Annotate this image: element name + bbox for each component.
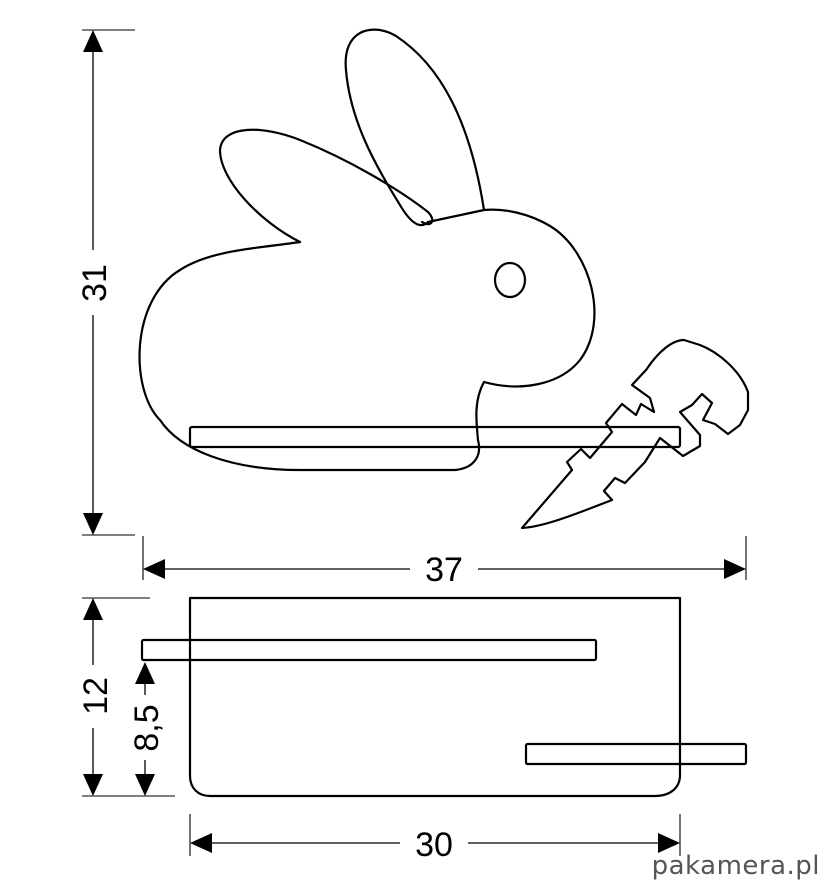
- arrowhead-down: [135, 774, 155, 796]
- rabbit-eye: [493, 261, 527, 299]
- rabbit-rear-ear-outline: [218, 128, 434, 244]
- arrowhead-down: [83, 774, 103, 796]
- arrowhead-right: [724, 559, 746, 579]
- watermark-text: pakamera.pl: [652, 851, 820, 881]
- dimension-label-height: 31: [76, 264, 114, 302]
- dimension-width-37: 37: [142, 536, 747, 589]
- arrowhead-right: [658, 833, 680, 853]
- dimension-label-depth: 12: [77, 677, 115, 715]
- arrowhead-up: [135, 662, 155, 684]
- arrowhead-up: [83, 30, 103, 52]
- dimension-depth-12: 12: [77, 597, 175, 797]
- carrot-outline: [520, 338, 750, 530]
- rabbit-front-view: [138, 28, 682, 472]
- dimension-label-width: 37: [425, 551, 463, 589]
- dimension-label-base-width: 30: [415, 826, 453, 864]
- arrowhead-left: [190, 833, 212, 853]
- top-view-back-panel: [188, 596, 682, 798]
- front-shelf-plank: [188, 425, 682, 449]
- top-view-shelf-right: [524, 742, 748, 766]
- dimension-width-30: 30: [189, 814, 681, 864]
- arrowhead-up: [83, 598, 103, 620]
- arrowhead-left: [143, 559, 165, 579]
- dimension-height-31: 31: [76, 29, 135, 536]
- dimension-shelf-8-5: 8,5: [128, 662, 166, 796]
- top-view: [140, 596, 748, 798]
- top-view-shelf-left: [140, 638, 598, 662]
- dimension-label-shelf-depth: 8,5: [128, 704, 166, 751]
- rabbit-body-outline: [138, 28, 596, 472]
- arrowhead-down: [83, 513, 103, 535]
